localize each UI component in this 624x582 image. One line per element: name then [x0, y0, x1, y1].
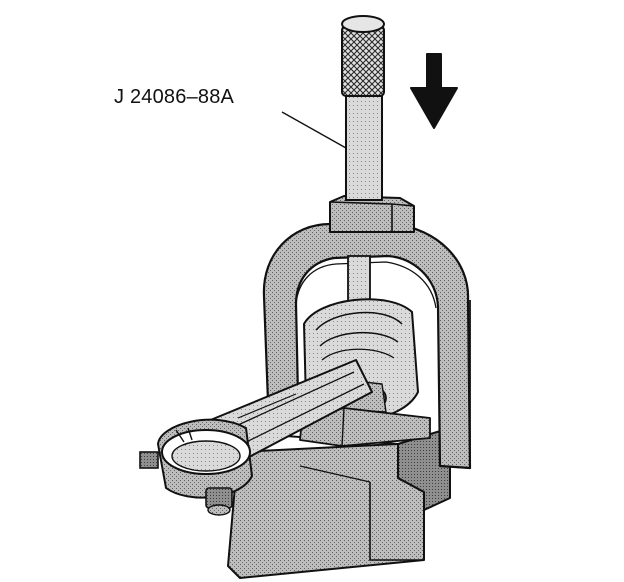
- piston-support-cradle: [299, 407, 431, 447]
- press-frame: [262, 195, 472, 470]
- label-leader-line: [281, 111, 347, 149]
- knurled-handle: [341, 15, 385, 201]
- connecting-rod-big-end: [139, 418, 253, 516]
- tool-part-number-label: J 24086–88A: [114, 86, 235, 108]
- press-direction-arrow-icon: [410, 53, 458, 129]
